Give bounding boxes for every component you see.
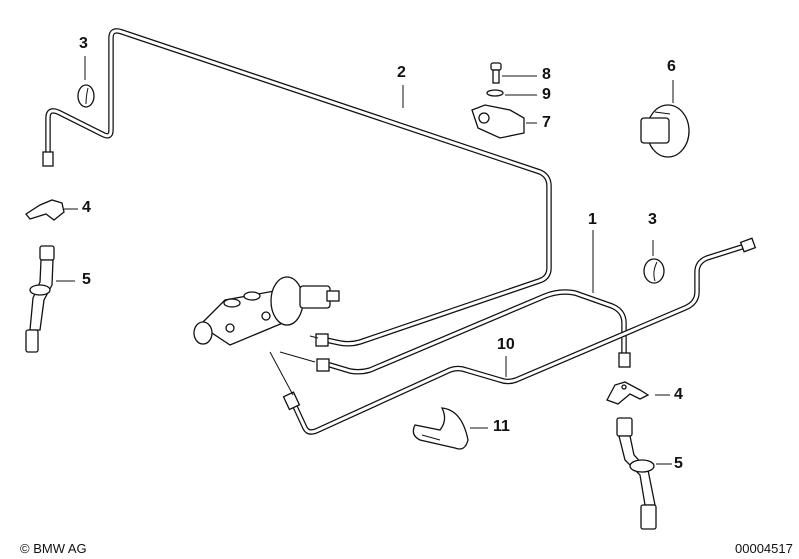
label-8: 8 bbox=[542, 66, 551, 83]
cap-3-right[interactable] bbox=[643, 258, 665, 284]
pipe-fitting bbox=[282, 391, 301, 411]
brake-pipe-2[interactable] bbox=[42, 28, 552, 347]
pipe-fitting bbox=[739, 237, 757, 253]
brake-pipe-10[interactable] bbox=[282, 237, 757, 435]
grommet-6[interactable] bbox=[640, 104, 690, 158]
holder-7[interactable] bbox=[471, 104, 525, 139]
label-6: 6 bbox=[667, 58, 676, 75]
label-1: 1 bbox=[588, 211, 597, 228]
pipe-clip-11[interactable] bbox=[412, 407, 469, 450]
label-9: 9 bbox=[542, 86, 551, 103]
label-2: 2 bbox=[397, 64, 406, 81]
brake-pipe-1[interactable] bbox=[316, 289, 631, 375]
label-7: 7 bbox=[542, 114, 551, 131]
brake-hose-5-right[interactable] bbox=[616, 417, 657, 530]
label-3-left: 3 bbox=[79, 35, 88, 52]
label-4-right: 4 bbox=[674, 386, 683, 403]
label-5-right: 5 bbox=[674, 455, 683, 472]
label-3-right: 3 bbox=[648, 211, 657, 228]
bracket-4-right[interactable] bbox=[606, 381, 650, 405]
label-10: 10 bbox=[497, 336, 515, 353]
copyright-text: © BMW AG bbox=[20, 541, 87, 556]
brake-hose-5-left[interactable] bbox=[25, 245, 55, 353]
label-4-left: 4 bbox=[82, 199, 91, 216]
drawing-number: 00004517 bbox=[735, 541, 793, 556]
cap-3-left[interactable] bbox=[77, 84, 95, 108]
pipe-fitting bbox=[42, 151, 54, 167]
pipe-fitting bbox=[315, 333, 329, 347]
master-cylinder[interactable] bbox=[193, 276, 340, 346]
screw-8[interactable] bbox=[490, 62, 502, 84]
label-5-left: 5 bbox=[82, 271, 91, 288]
label-11: 11 bbox=[493, 418, 510, 435]
pipe-fitting bbox=[618, 352, 631, 368]
washer-9[interactable] bbox=[486, 89, 504, 97]
pipe-fitting bbox=[316, 358, 330, 372]
bracket-4-left[interactable] bbox=[25, 199, 65, 221]
